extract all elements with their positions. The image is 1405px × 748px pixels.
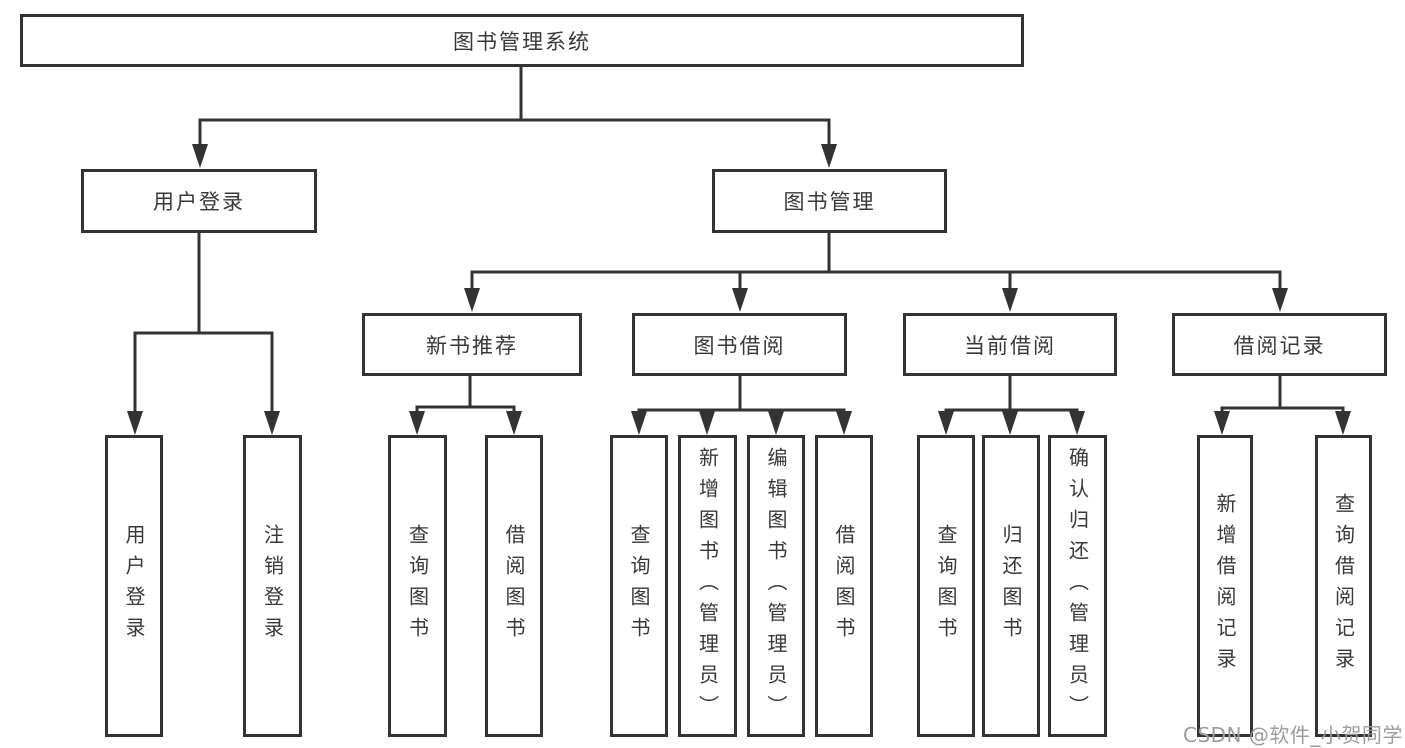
- leaf-add-book-admin: 新增图书（管理员）: [678, 435, 737, 737]
- node-label: 新增图书（管理员）: [695, 446, 720, 726]
- csdn-watermark: CSDN @软件_小贺同学: [1183, 723, 1403, 747]
- node-label: 新书推荐: [426, 333, 518, 358]
- leaf-borrow-book-recommend: 借阅图书: [485, 435, 543, 737]
- node-label: 用户登录: [153, 190, 245, 214]
- node-book-borrowing: 图书借阅: [632, 313, 847, 376]
- node-label: 借阅记录: [1233, 333, 1326, 358]
- node-current-borrowing: 当前借阅: [903, 313, 1117, 376]
- node-label: 归还图书: [999, 524, 1023, 648]
- node-label: 查询图书: [934, 524, 958, 648]
- leaf-query-book-current: 查询图书: [917, 435, 975, 737]
- node-label: 编辑图书（管理员）: [764, 446, 788, 726]
- node-library-management-system: 图书管理系统: [20, 14, 1024, 67]
- leaf-confirm-return-admin: 确认归还（管理员）: [1048, 435, 1107, 737]
- leaf-query-book-borrow: 查询图书: [610, 435, 668, 737]
- node-user-login: 用户登录: [81, 169, 317, 233]
- node-label: 图书管理: [783, 190, 876, 214]
- node-label: 确认归还（管理员）: [1065, 446, 1090, 726]
- node-label: 当前借阅: [964, 333, 1056, 358]
- leaf-query-borrow-record: 查询借阅记录: [1315, 435, 1372, 737]
- node-label: 图书借阅: [693, 333, 786, 358]
- leaf-user-login: 用户登录: [105, 435, 163, 737]
- node-label: 查询图书: [405, 524, 430, 648]
- node-label: 注销登录: [260, 524, 285, 648]
- leaf-query-book-recommend: 查询图书: [388, 435, 447, 737]
- arrowheads: [127, 144, 1351, 435]
- node-new-book-recommendation: 新书推荐: [362, 313, 582, 376]
- node-label: 用户登录: [122, 524, 146, 648]
- node-label: 查询图书: [627, 524, 651, 648]
- leaf-logout: 注销登录: [243, 435, 302, 737]
- node-book-management: 图书管理: [712, 169, 947, 233]
- leaf-edit-book-admin: 编辑图书（管理员）: [747, 435, 805, 737]
- node-label: 查询借阅记录: [1331, 493, 1356, 679]
- node-label: 新增借阅记录: [1213, 493, 1237, 679]
- leaf-borrow-book: 借阅图书: [815, 435, 873, 737]
- node-label: 图书管理系统: [453, 29, 591, 54]
- leaf-return-book: 归还图书: [982, 435, 1040, 737]
- node-label: 借阅图书: [502, 524, 526, 648]
- node-label: 借阅图书: [832, 524, 856, 648]
- leaf-add-borrow-record: 新增借阅记录: [1197, 435, 1253, 737]
- node-borrowing-records: 借阅记录: [1172, 313, 1387, 376]
